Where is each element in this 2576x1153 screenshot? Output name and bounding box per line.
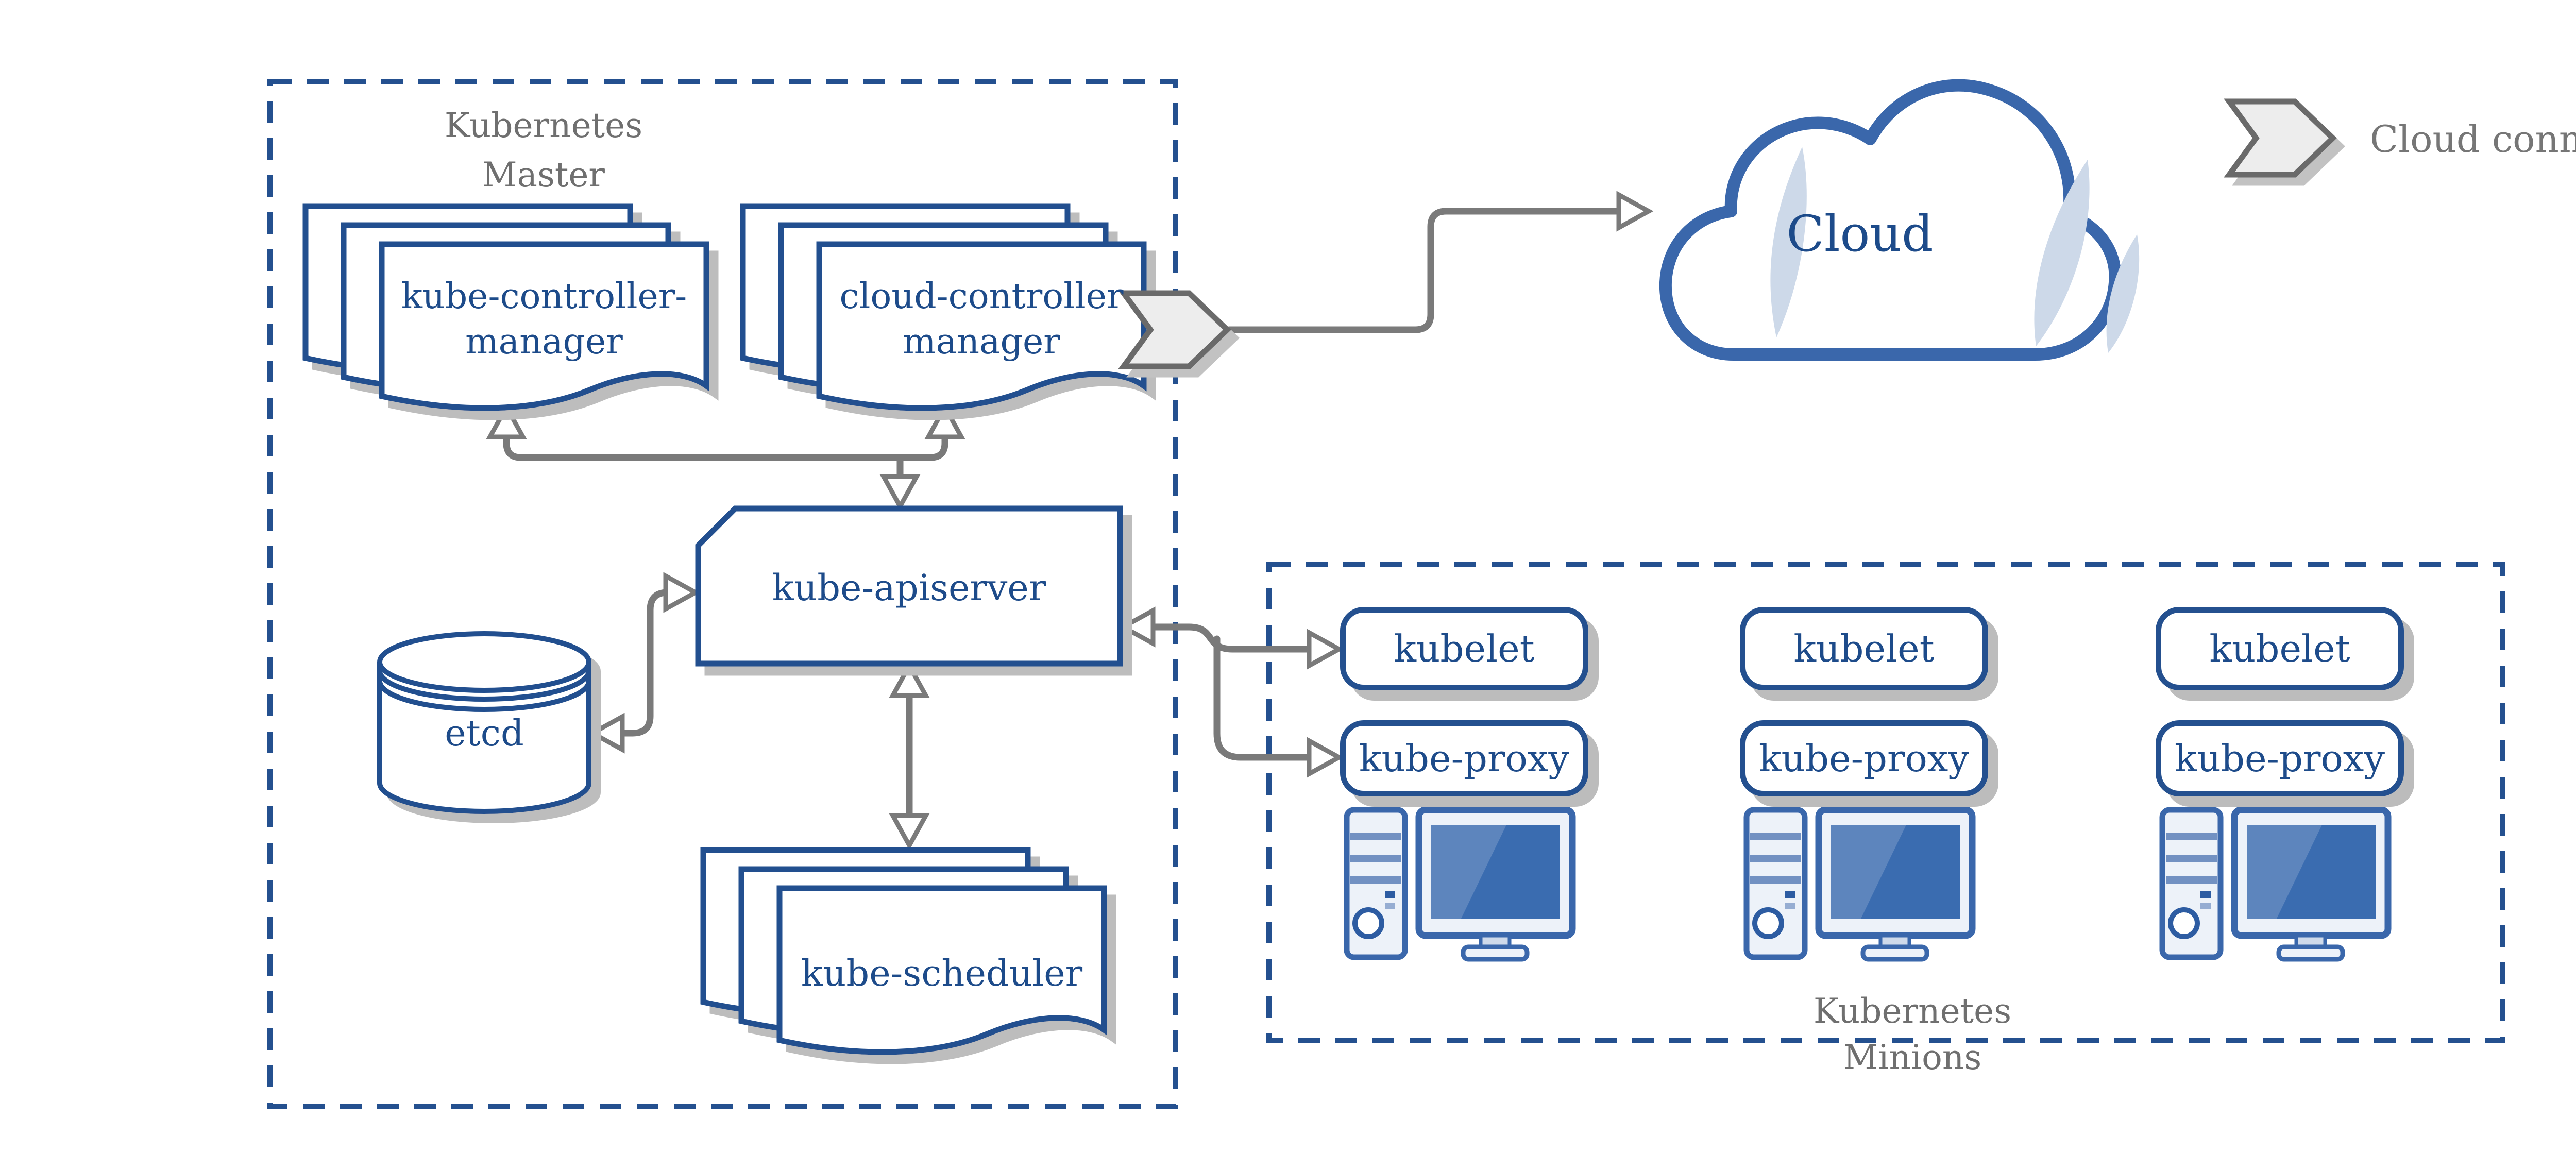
kube-proxy-node-1: kube-proxy: [1340, 720, 1588, 796]
arrowheads: [486, 191, 1654, 851]
master-title-line1: Kubernetes: [444, 106, 643, 145]
etcd-label: etcd: [445, 712, 524, 754]
arrowhead-down-scheduler: [889, 813, 930, 851]
cloud-sliver-right: [2034, 160, 2090, 346]
connector-apiserver-to-etcd: [621, 589, 671, 737]
kube-scheduler-label: kube-scheduler: [801, 952, 1083, 994]
arrowhead-up-kube-controller: [486, 402, 527, 439]
master-box-title: Kubernetes Master: [335, 101, 752, 200]
arrowhead-right-kubelet: [1307, 629, 1344, 670]
legend-cloud-connector-label: Cloud connector: [2370, 117, 2576, 161]
multi-document-shape-kube-scheduler: [703, 850, 1104, 1052]
cloud-sliver-left: [1770, 147, 1807, 337]
connector-lines: [503, 208, 1624, 821]
computer-icon-node-2: [1747, 810, 1972, 959]
arrowhead-right-kubeproxy: [1307, 737, 1344, 778]
cloud-sliver-far-right: [2106, 234, 2140, 353]
minions-title-line1: Kubernetes: [1813, 991, 2012, 1031]
cloud-shape: [1659, 79, 2140, 361]
kube-apiserver-label: kube-apiserver: [772, 567, 1046, 609]
arrowhead-right-apiserver-left: [663, 572, 701, 613]
arrowhead-left-etcd: [587, 713, 625, 754]
connector-apiserver-to-kubelet: [1150, 623, 1315, 653]
arrowhead-up-cloud-controller: [924, 402, 965, 439]
connector-controllers-to-apiserver: [503, 430, 948, 461]
kubelet-node-2: kubelet: [1740, 607, 1988, 690]
cloud-label: Cloud: [1786, 205, 1934, 263]
kube-proxy-node-2: kube-proxy: [1740, 720, 1988, 796]
kubelet-node-1: kubelet: [1340, 607, 1588, 690]
arrowhead-left-apiserver-right: [1118, 606, 1156, 648]
kube-proxy-node-3: kube-proxy: [2156, 720, 2404, 796]
cloud-controller-manager-label: cloud-controller manager: [839, 276, 1124, 362]
kube-apiserver-shape: [695, 505, 1123, 667]
kube-controller-manager-label: kube-controller- manager: [401, 276, 687, 362]
minions-title-line2: Minions: [1843, 1038, 1982, 1077]
arrowhead-right-cloud: [1616, 191, 1654, 232]
computer-icon-node-1: [1347, 810, 1572, 959]
master-title-line2: Master: [482, 155, 605, 195]
kubernetes-master-boundary: [267, 79, 1178, 1109]
connector-apiserver-to-kubeproxy: [1213, 635, 1315, 761]
computer-icon-node-3: [2162, 810, 2388, 959]
minions-box-title: Kubernetes Minions: [1704, 988, 2121, 1081]
etcd-database-cylinder: [377, 631, 591, 814]
arrowhead-up-apiserver-bottom: [889, 660, 930, 698]
connector-chevron-to-cloud: [1226, 208, 1624, 333]
kubelet-node-3: kubelet: [2156, 607, 2404, 690]
legend-cloud-connector-chevron-icon: [2229, 101, 2333, 175]
arrowhead-down-apiserver-top: [879, 474, 921, 512]
